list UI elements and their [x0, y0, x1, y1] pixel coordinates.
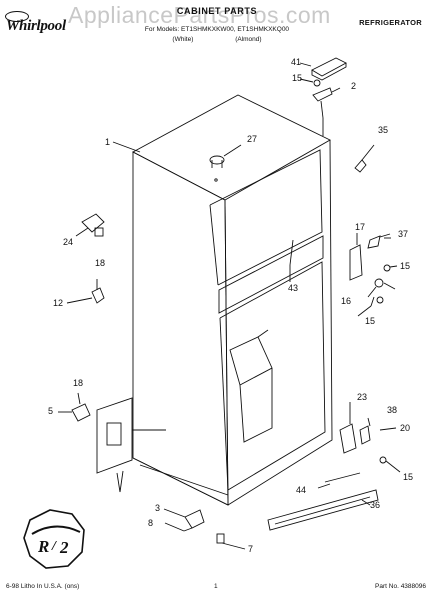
cam-part [81, 213, 105, 233]
callout-17: 17 [355, 222, 366, 232]
callout-7: 7 [248, 544, 254, 554]
section-label: REFRIGERATOR [359, 18, 422, 27]
brand-logo: Whirlpool [5, 11, 66, 35]
callout-12: 12 [53, 298, 64, 308]
callout-36: 36 [370, 500, 381, 510]
handle-part [354, 159, 367, 173]
callout-2: 2 [351, 81, 357, 91]
grille-part [267, 489, 379, 531]
callout-23: 23 [357, 392, 368, 402]
callout-24: 24 [63, 237, 74, 247]
callout-15-top: 15 [292, 73, 303, 83]
callout-15-mid: 15 [365, 316, 376, 326]
lower-hinge-screw-part [71, 403, 91, 422]
svg-text:/: / [51, 539, 57, 554]
callout-18-upper: 18 [95, 258, 106, 268]
cabinet-body [132, 94, 333, 506]
center-hinge-part [349, 244, 363, 281]
variant-white: (White) [172, 36, 194, 43]
logo-swirl-icon [5, 11, 29, 22]
svg-text:R: R [37, 537, 49, 556]
callout-35: 35 [378, 125, 389, 135]
callout-15-bottom: 15 [403, 472, 414, 482]
callout-41: 43 [288, 283, 299, 293]
leveler-bracket-part [184, 509, 205, 529]
page-number: 1 [214, 583, 218, 590]
page-title: CABINET PARTS [176, 6, 258, 16]
callout-8: 8 [148, 518, 154, 528]
callout-37: 37 [398, 229, 409, 239]
callout-15-right: 15 [400, 261, 411, 271]
part-number: Part No. 4388096 [375, 583, 426, 590]
variants-line: (White) (Almond) [0, 36, 434, 43]
callout-3: 3 [155, 503, 161, 513]
callout-38: 38 [387, 405, 398, 415]
callout-20: 20 [400, 423, 411, 433]
callout-1: 1 [105, 137, 111, 147]
brand-name: Whirlpool [6, 18, 66, 34]
plug-part [209, 155, 225, 165]
callout-5: 5 [48, 406, 54, 416]
watermark-text: AppliancePartsPros.com [68, 2, 331, 28]
callout-43: 44 [296, 485, 307, 495]
toe-panel-part [96, 397, 133, 474]
callout-16: 16 [341, 296, 352, 306]
svg-text:2: 2 [59, 538, 69, 557]
litho-note: 6-98 Litho In U.S.A. (ons) [6, 583, 80, 590]
variant-almond: (Almond) [235, 36, 262, 43]
models-line: For Models: ET1SHMKXKW00, ET1SHMKXKQ00 [144, 26, 290, 33]
callout-18-lower: 18 [73, 378, 84, 388]
callout-27: 27 [247, 134, 258, 144]
bottom-hinge-part [339, 423, 357, 454]
top-hinge-part [312, 87, 333, 102]
callout-40: 41 [291, 57, 302, 67]
